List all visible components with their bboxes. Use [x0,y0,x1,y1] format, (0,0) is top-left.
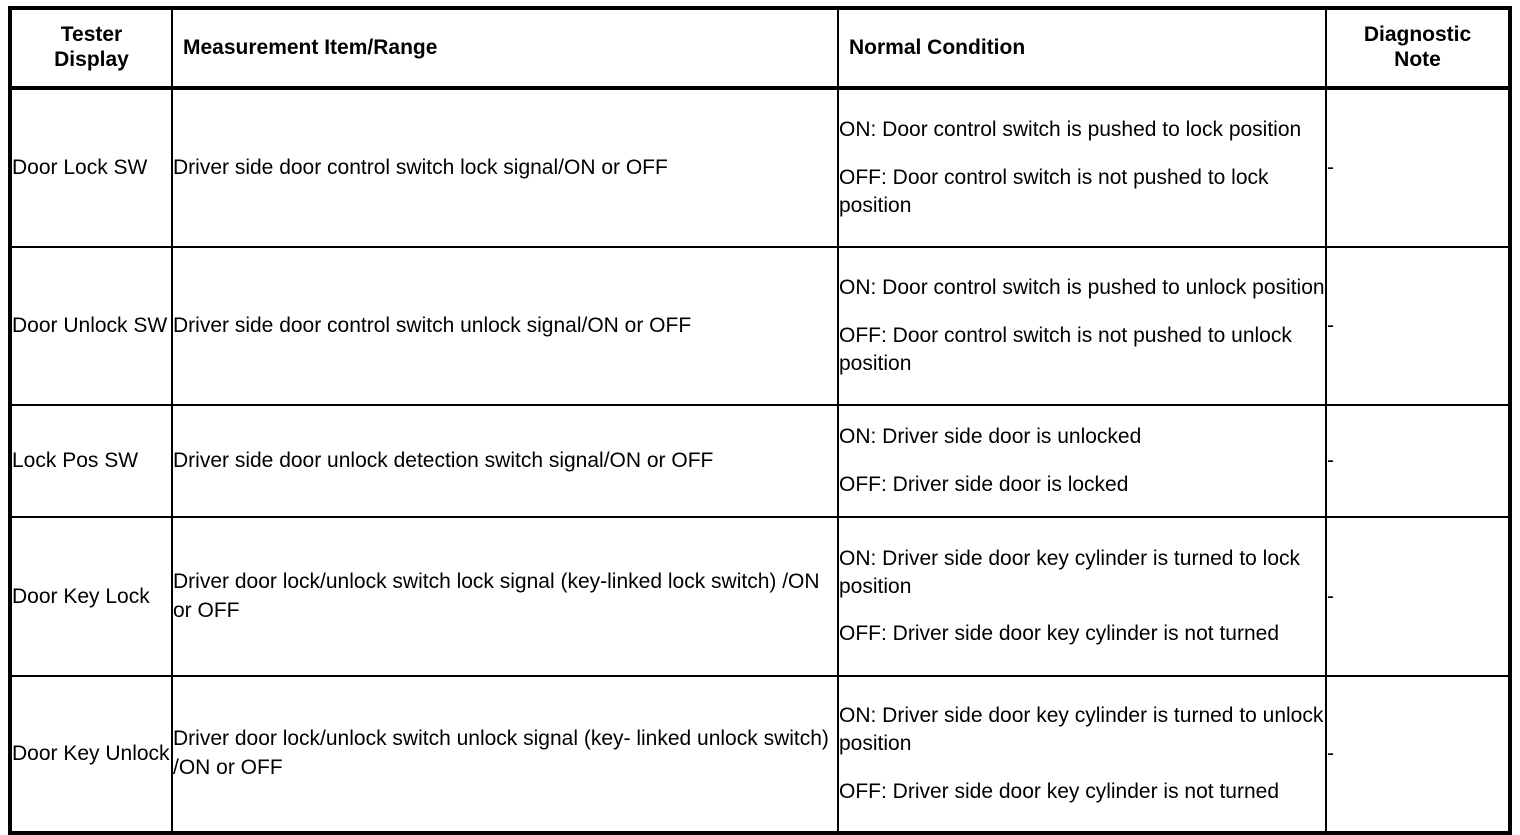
cell-normal-condition: ON: Driver side door key cylinder is tur… [837,516,1327,677]
condition-on: ON: Driver side door key cylinder is tur… [839,546,1301,598]
condition-off: OFF: Driver side door key cylinder is no… [839,622,1279,646]
cell-tester-display: Door Key Lock [9,516,173,677]
cell-normal-condition: ON: Driver side door is unlocked OFF: Dr… [837,404,1327,518]
condition-on: ON: Door control switch is pushed to unl… [839,276,1325,300]
table-row: Door Key Lock Driver door lock/unlock sw… [9,516,1511,677]
cell-tester-display: Lock Pos SW [9,404,173,518]
table-row: Door Unlock SW Driver side door control … [9,246,1511,406]
cell-measurement-item-range: Driver door lock/unlock switch lock sign… [171,516,839,677]
column-header-measurement-item-range: Measurement Item/Range [171,7,839,90]
cell-diagnostic-note: - [1325,675,1511,834]
cell-measurement-item-range: Driver side door unlock detection switch… [171,404,839,518]
cell-normal-condition: ON: Door control switch is pushed to loc… [837,87,1327,248]
table-row: Door Key Unlock Driver door lock/unlock … [9,675,1511,834]
condition-spacer [839,600,1325,620]
condition-on: ON: Door control switch is pushed to loc… [839,118,1302,142]
cell-diagnostic-note: - [1325,87,1511,248]
document-page: Tester Display Measurement Item/Range No… [8,6,1512,835]
condition-on: ON: Driver side door key cylinder is tur… [839,704,1324,756]
condition-off: OFF: Door control switch is not pushed t… [839,324,1292,375]
cell-tester-display: Door Unlock SW [9,246,173,406]
condition-spacer [839,144,1325,164]
cell-normal-condition: ON: Door control switch is pushed to unl… [837,246,1327,406]
cell-diagnostic-note: - [1325,246,1511,406]
cell-measurement-item-range: Driver door lock/unlock switch unlock si… [171,675,839,834]
column-header-tester-display-line2: Display [54,48,129,71]
column-header-diagnostic-note-line2: Note [1394,48,1441,71]
data-list-table: Tester Display Measurement Item/Range No… [8,6,1512,835]
cell-tester-display: Door Lock SW [9,87,173,248]
condition-spacer [839,451,1325,471]
cell-diagnostic-note: - [1325,516,1511,677]
column-header-tester-display-line1: Tester [60,23,123,47]
table-body: Door Lock SW Driver side door control sw… [9,87,1511,834]
column-header-tester-display: Tester Display [9,7,173,90]
cell-measurement-item-range: Driver side door control switch lock sig… [171,87,839,248]
condition-spacer [839,302,1325,322]
condition-off: OFF: Driver side door key cylinder is no… [839,779,1279,803]
cell-diagnostic-note: - [1325,404,1511,518]
column-header-diagnostic-note-line1: Diagnostic [1363,23,1472,47]
column-header-normal-condition: Normal Condition [837,7,1327,90]
table-row: Door Lock SW Driver side door control sw… [9,87,1511,248]
table-header-row: Tester Display Measurement Item/Range No… [9,7,1511,90]
cell-normal-condition: ON: Driver side door key cylinder is tur… [837,675,1327,834]
condition-spacer [839,758,1325,778]
condition-on: ON: Driver side door is unlocked [839,425,1142,449]
column-header-diagnostic-note: Diagnostic Note [1325,7,1511,90]
table-row: Lock Pos SW Driver side door unlock dete… [9,404,1511,518]
cell-measurement-item-range: Driver side door control switch unlock s… [171,246,839,406]
table-header: Tester Display Measurement Item/Range No… [9,7,1511,90]
cell-tester-display: Door Key Unlock [9,675,173,834]
condition-off: OFF: Driver side door is locked [839,473,1129,496]
condition-off: OFF: Door control switch is not pushed t… [839,166,1269,217]
